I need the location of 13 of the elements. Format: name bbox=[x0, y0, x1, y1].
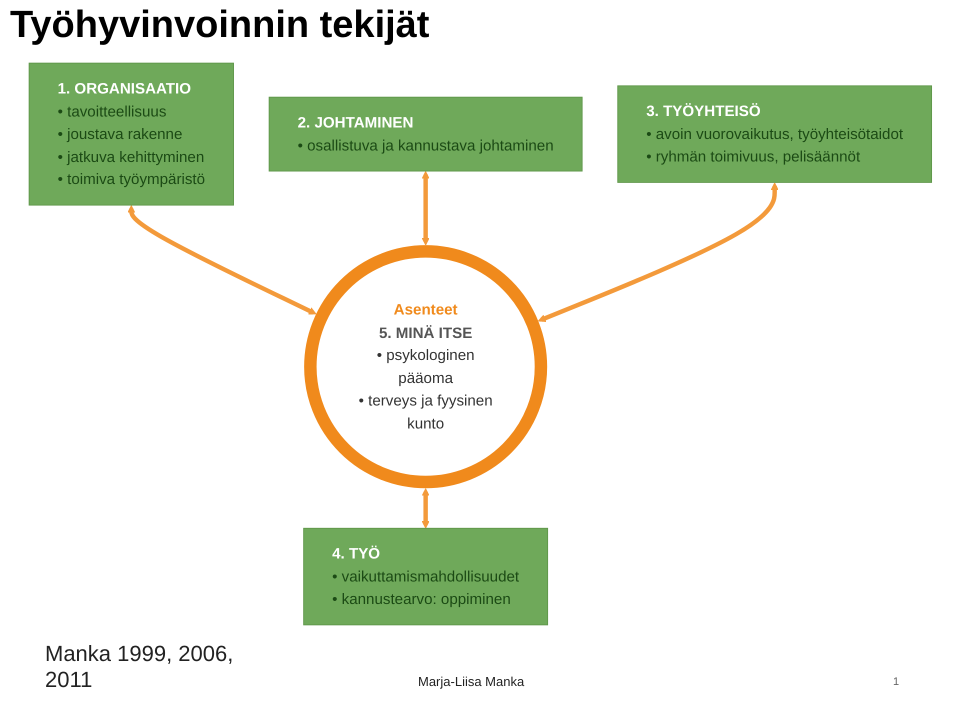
arrow bbox=[127, 205, 316, 314]
node-box: 3. TYÖYHTEISÖ • avoin vuorovaikutus, työyhteisötaidot • ryhmän toimivuus, pelisäännöt bbox=[616, 85, 932, 183]
node-box: 1. ORGANISAATIO • tavoitteellisuus • joustava rakenne • jatkuva kehittyminen • toimiva työympäristö bbox=[28, 62, 234, 206]
node-circle: Asenteet 5. MINÄ ITSE • psykologinen pääoma • terveys ja fyysinen kunto bbox=[304, 245, 547, 488]
citation: Manka 1999, 2006, 2011 bbox=[45, 641, 234, 693]
page-number: 1 bbox=[893, 676, 900, 688]
arrow bbox=[538, 182, 778, 322]
title: Työhyvinvoinnin tekijät bbox=[10, 3, 430, 48]
node-box: 4. TYÖ • vaikuttamismahdollisuudet • kannustearvo: oppiminen bbox=[302, 528, 548, 626]
arrow bbox=[421, 488, 430, 529]
author-name: Marja-Liisa Manka bbox=[418, 674, 524, 689]
node-box: 2. JOHTAMINEN • osallistuva ja kannustava johtaminen bbox=[268, 96, 582, 172]
arrow bbox=[421, 171, 430, 246]
